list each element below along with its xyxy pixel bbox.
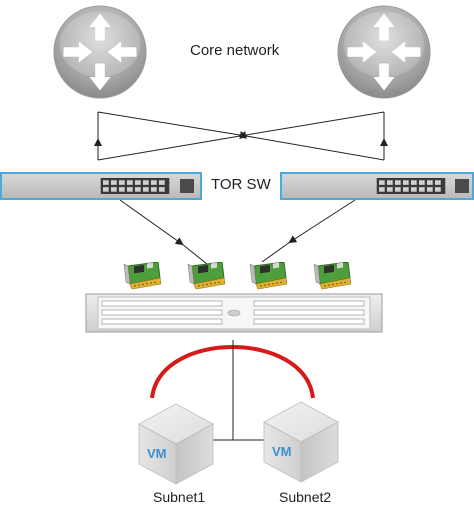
core-router-left-icon: [53, 5, 147, 99]
cross-link-b2: [97, 135, 241, 161]
subnet1-label: Subnet1: [153, 489, 206, 505]
tor-switch-left-icon: [0, 172, 202, 200]
core-router-right-icon: [337, 5, 431, 99]
vswitch-lines: [212, 340, 268, 441]
nic-card-3-icon: [249, 262, 288, 290]
cross-link-a: [97, 111, 248, 139]
vm-subnet1-text: VM: [147, 446, 167, 461]
server-chassis-icon: [85, 293, 383, 333]
tor-switch-right-icon: [280, 172, 474, 200]
vm-subnet2-text: VM: [272, 444, 292, 459]
core-network-label: Core network: [190, 42, 280, 59]
vm-subnet2-icon: VM: [263, 401, 339, 483]
cross-link-a2: [245, 135, 385, 161]
server-downlinks: [119, 199, 356, 269]
vm-subnet1-icon: VM: [138, 403, 214, 485]
cross-link-b: [238, 111, 385, 139]
core-links: [94, 111, 388, 161]
nic-card-2-icon: [187, 262, 226, 290]
nic-card-1-icon: [123, 262, 162, 290]
tor-switch-label: TOR SW: [211, 176, 271, 193]
subnet2-label: Subnet2: [279, 489, 332, 505]
nic-card-4-icon: [313, 262, 352, 290]
